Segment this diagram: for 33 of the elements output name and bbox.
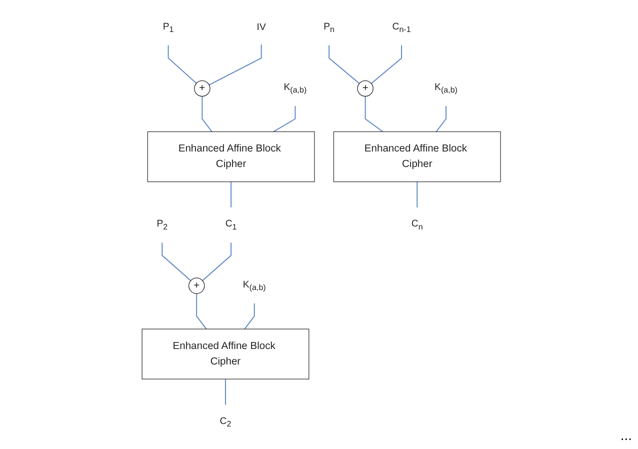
node-circle: + [357, 80, 374, 96]
node-text: C$_{1}$ [225, 218, 237, 231]
connector [202, 95, 212, 132]
connector [370, 44, 402, 84]
connector [202, 242, 232, 281]
connector [416, 180, 418, 208]
node-text: K$_{(a,b)}$ [242, 278, 266, 292]
node-text: K$_{(a,b)}$ [434, 81, 458, 94]
connector [364, 95, 384, 132]
node-text: P$_{n}$ [324, 20, 335, 34]
connector [225, 378, 226, 405]
node-text: P$_{1}$ [162, 20, 174, 34]
connector [328, 44, 360, 84]
connector [230, 180, 232, 208]
connector [162, 242, 192, 281]
node-box: Enhanced Affine Block Cipher [333, 130, 501, 182]
node-box: Enhanced Affine Block Cipher [142, 328, 310, 379]
connector [196, 292, 207, 329]
node-text: IV [256, 21, 266, 32]
node-box: Enhanced Affine Block Cipher [147, 130, 315, 182]
connector [244, 302, 255, 329]
node-text: P$_{2}$ [156, 218, 168, 231]
node-text: C$_{2}$ [220, 415, 232, 428]
node-circle: + [194, 80, 210, 96]
connector [168, 44, 197, 84]
node-text: C$_{n}$ [411, 218, 423, 231]
node-text: C$_{n-1}$ [392, 20, 411, 34]
node-text: K$_{(a,b)}$ [284, 81, 307, 94]
ellipsis-text: ... [620, 427, 632, 443]
connector [208, 44, 262, 85]
connector [436, 105, 446, 132]
connector [272, 105, 296, 132]
node-circle: + [188, 277, 205, 294]
